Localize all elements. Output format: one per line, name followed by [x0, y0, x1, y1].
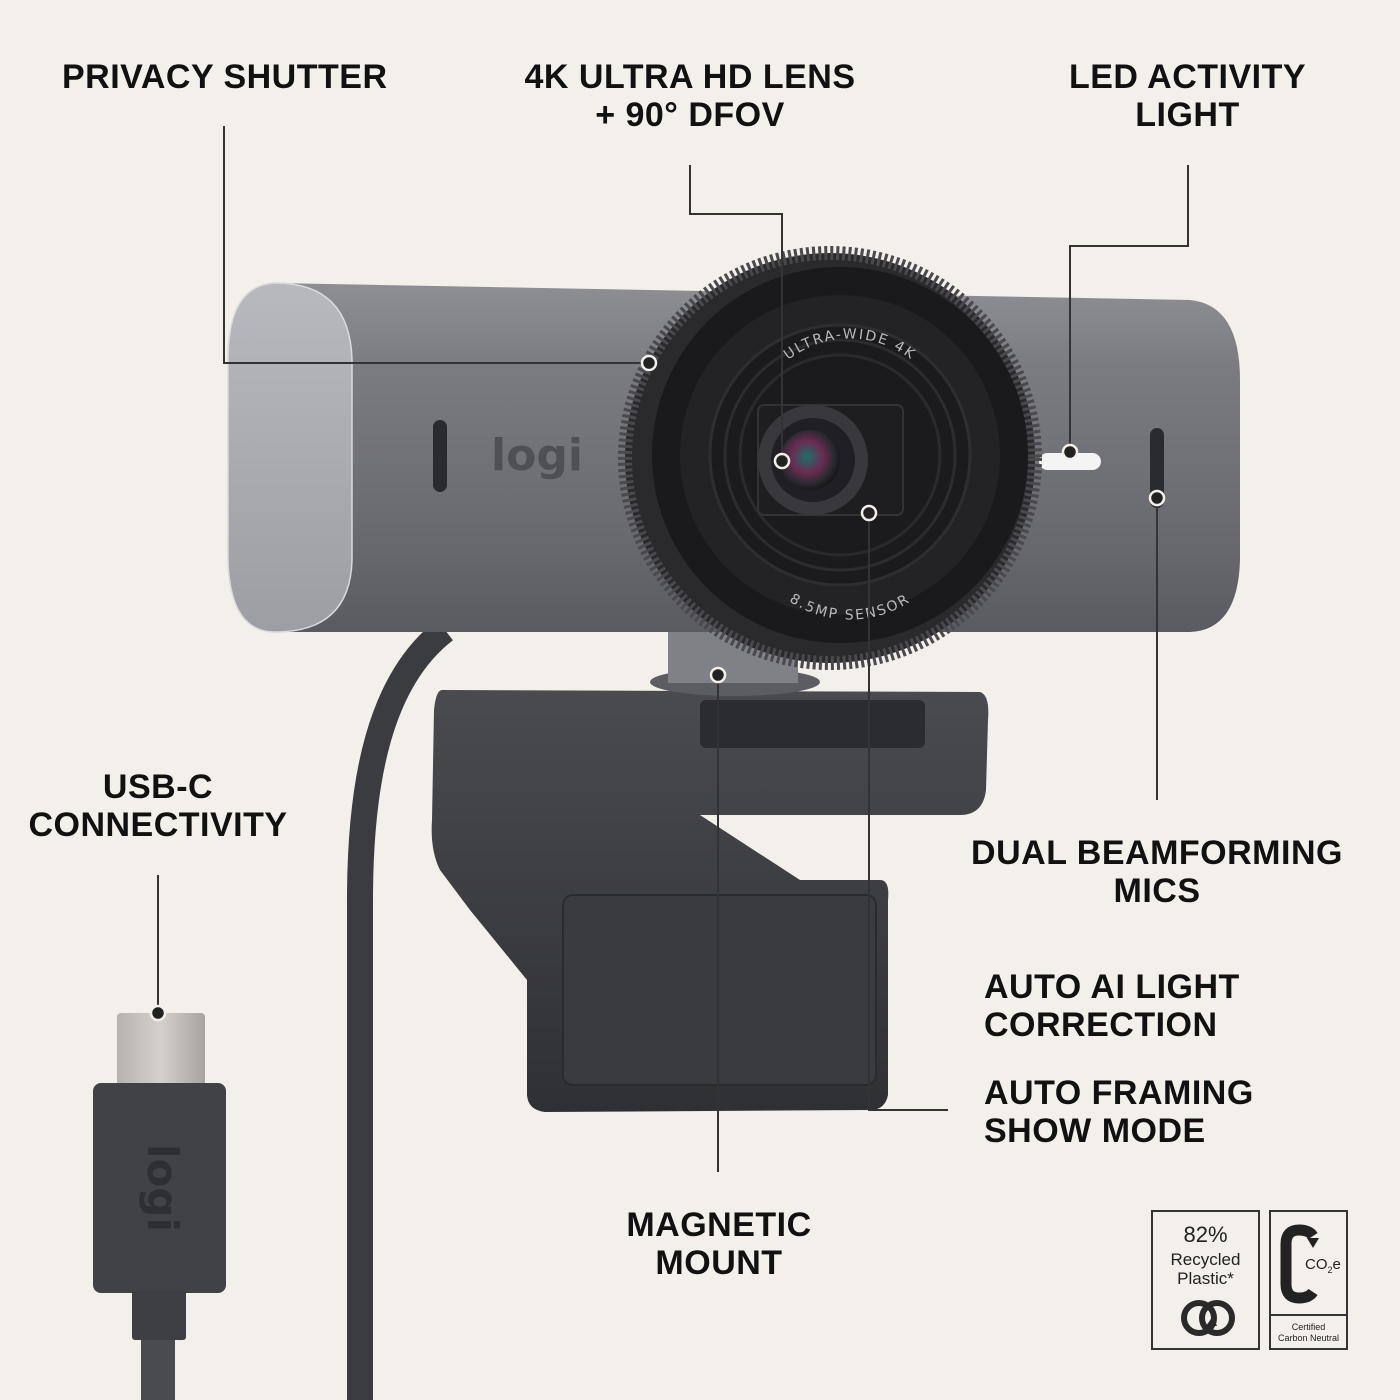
magnetic-mount-clip — [431, 615, 989, 1112]
callout-magnetic-mount: MAGNETIC MOUNT — [626, 1206, 812, 1282]
callout-lines — [157, 126, 1189, 1172]
mic-slot-left — [433, 420, 447, 492]
callout-dots — [149, 354, 1166, 1022]
led-activity-light — [1039, 453, 1101, 470]
callout-led-activity-light: LED ACTIVITY LIGHT — [1068, 58, 1307, 134]
co2e-mark: CO2e — [1271, 1212, 1346, 1314]
recycled-percent: 82% — [1183, 1222, 1228, 1247]
carbon-c-arrow-icon — [1280, 1224, 1319, 1304]
callout-light-correction: AUTO AI LIGHT CORRECTION — [984, 968, 1240, 1044]
carbon-neutral-badge: CO2e Certified Carbon Neutral — [1269, 1210, 1348, 1350]
mic-slot-right — [1150, 428, 1164, 508]
callout-privacy-shutter: PRIVACY SHUTTER — [62, 58, 388, 96]
leader-privacy — [223, 126, 648, 364]
usb-cable — [347, 619, 454, 1400]
usb-c-connector: logi — [93, 1013, 226, 1340]
callout-dual-mics: DUAL BEAMFORMING MICS — [971, 834, 1343, 910]
leader-framing — [868, 514, 948, 1111]
leader-led — [1069, 165, 1189, 450]
recycle-icon — [1181, 1300, 1235, 1336]
camera-endcap — [227, 282, 353, 633]
callout-4k-lens: 4K ULTRA HD LENS + 90° DFOV — [524, 58, 856, 134]
leader-lens — [689, 165, 783, 455]
recycled-plastic-badge: 82% Recycled Plastic* — [1151, 1210, 1260, 1350]
callout-usb-c: USB-C CONNECTIVITY — [28, 768, 288, 844]
callout-auto-framing: AUTO FRAMING SHOW MODE — [984, 1074, 1254, 1150]
lens-assembly: ULTRA-WIDE 4K 8.5MP SENSOR — [618, 246, 1042, 670]
logi-logo: logi — [491, 430, 583, 481]
connector-logo: logi — [138, 1144, 187, 1232]
